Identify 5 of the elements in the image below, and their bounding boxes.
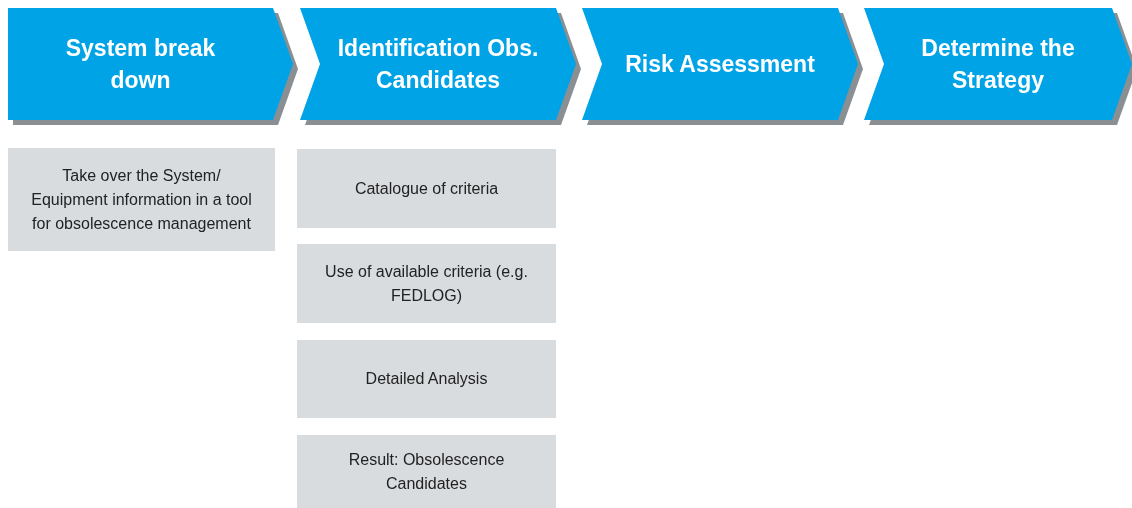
task-card: Result: Obsolescence Candidates [297,435,556,508]
task-card: Catalogue of criteria [297,149,556,228]
task-card: Detailed Analysis [297,340,556,418]
task-card: Use of available criteria (e.g. FEDLOG) [297,244,556,323]
task-card: Take over the System/ Equipment information in a tool for obsolescence management [8,148,275,251]
